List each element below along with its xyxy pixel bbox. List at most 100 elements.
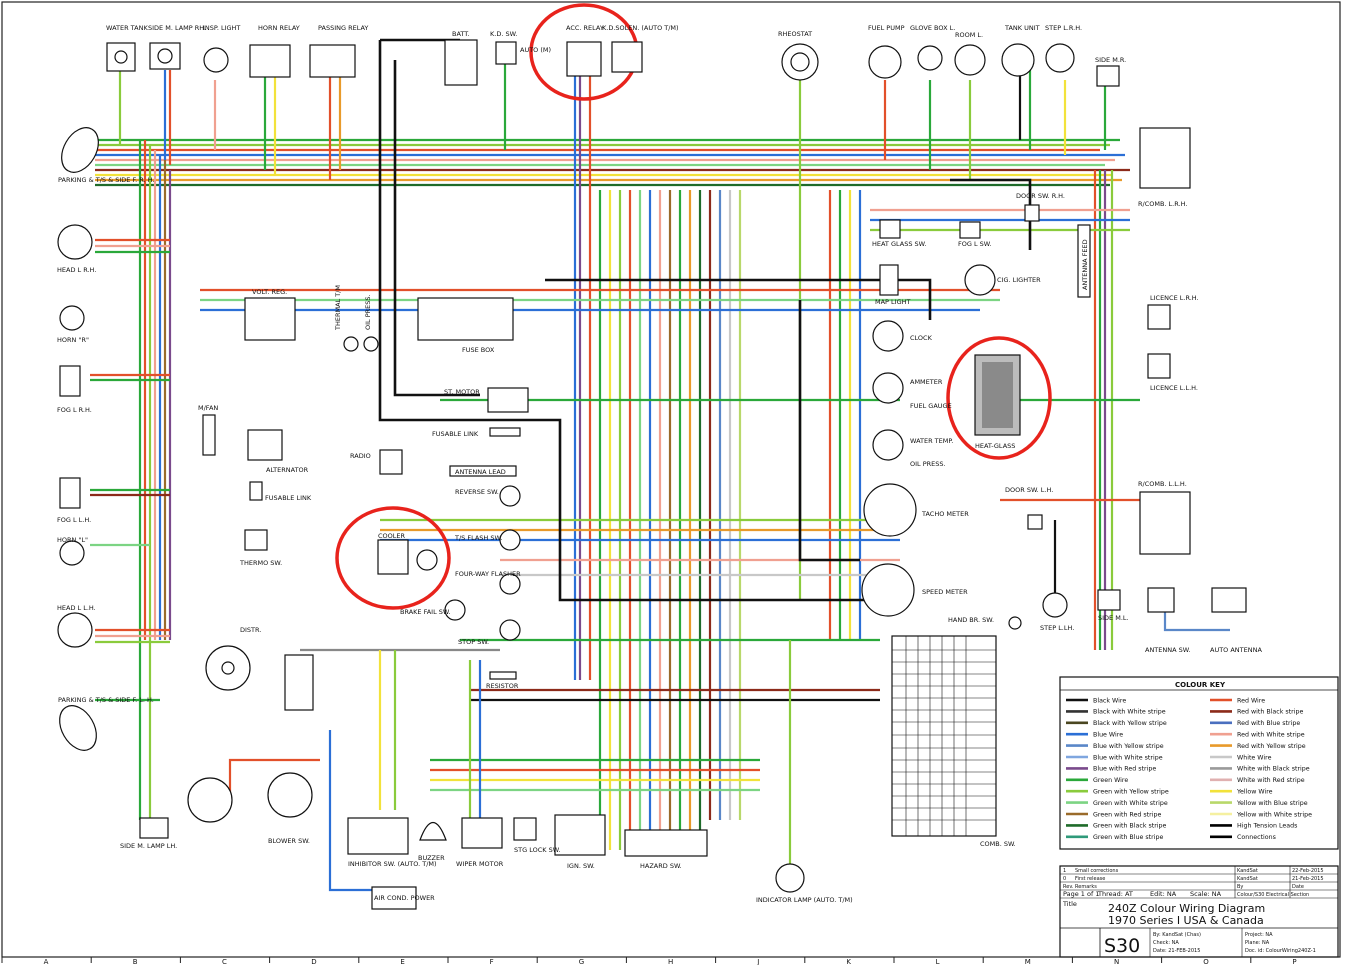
ts-flash-sw-symbol — [499, 529, 521, 551]
head-l-lh-symbol — [57, 612, 93, 648]
alternator-symbol — [247, 429, 283, 461]
radio-symbol — [379, 449, 403, 475]
stop-sw-label: STOP SW. — [458, 638, 489, 646]
oil-press-sw-label: OIL PRESS. — [364, 294, 372, 330]
grid-letter: F — [490, 958, 494, 965]
step-llh-label: STEP L.LH. — [1040, 624, 1074, 632]
fuel-pump-label: FUEL PUMP — [868, 24, 905, 32]
kd-sw-symbol — [495, 41, 517, 65]
side-mr-symbol — [1096, 65, 1120, 87]
tank-unit-label: TANK UNIT — [1004, 24, 1040, 32]
indicator-lamp-symbol — [775, 863, 805, 893]
speed-meter-label: SPEED METER — [922, 588, 968, 596]
model-code: S30 — [1104, 935, 1140, 957]
grid-letter: G — [579, 958, 584, 965]
fog-l-lh-label: FOG L L.H. — [57, 516, 91, 524]
key-label: Green with Blue stripe — [1093, 834, 1163, 841]
parking-ts-lh-symbol — [59, 705, 97, 751]
page-row-3: Edit: NA — [1150, 890, 1177, 898]
revision-cell: 22-Feb-2015 — [1292, 868, 1324, 874]
cig-lighter-symbol — [964, 264, 996, 296]
air-cond-power-symbol — [371, 886, 417, 910]
fog-l-sw-label: FOG L SW. — [958, 240, 992, 248]
map-light-symbol — [879, 264, 899, 296]
step-lrh-symbol — [1045, 43, 1075, 73]
fog-l-rh-symbol — [59, 365, 81, 397]
cig-lighter-label: CIG. LIGHTER — [997, 276, 1041, 284]
key-label: Green with Black stripe — [1093, 823, 1167, 830]
door-sw-rh-label: DOOR SW. R.H. — [1016, 192, 1065, 200]
hazard-sw-label: HAZARD SW. — [640, 862, 682, 870]
cooler-label: COOLER — [378, 532, 405, 540]
insp-light-label: INSP. LIGHT — [203, 24, 240, 32]
water-temp-symbol — [872, 429, 904, 461]
tacho-meter-label: TACHO METER — [921, 510, 969, 518]
reverse-sw-symbol — [499, 485, 521, 507]
revision-cell: Rev. — [1063, 884, 1074, 890]
head-l-rh-symbol — [57, 224, 93, 260]
acc-relay-label: ACC. RELAY — [566, 24, 604, 32]
grid-letter: P — [1292, 958, 1296, 965]
page-row-5: Colour/S30 Electrical Section — [1237, 892, 1309, 898]
inhibitor-sw-symbol — [347, 817, 409, 855]
key-label: White with Black stripe — [1237, 766, 1310, 773]
key-label: White with Red stripe — [1237, 777, 1305, 784]
four-way-flasher-symbol — [499, 573, 521, 595]
water-tank-label: WATER TANK — [106, 24, 148, 32]
key-label: Green Wire — [1093, 777, 1128, 784]
side-mr-label: SIDE M.R. — [1095, 56, 1126, 64]
horn-l-label: HORN "L" — [57, 536, 88, 544]
cooler-box-symbol — [377, 539, 409, 575]
key-label: Blue with Red stripe — [1093, 766, 1156, 773]
ammeter-label: AMMETER — [910, 378, 943, 386]
licence-lrh-label: LICENCE L.R.H. — [1150, 294, 1199, 302]
volt-reg-label: VOLT. REG. — [252, 288, 287, 296]
kd-solen-symbol — [611, 41, 643, 73]
acc-relay-symbol — [566, 41, 602, 77]
m-fan-symbol — [202, 414, 216, 456]
grid-letter: O — [1203, 958, 1209, 965]
key-label: Red with Yellow stripe — [1237, 743, 1306, 750]
wire-harness — [90, 38, 1230, 892]
meta-project: Project: NA — [1245, 932, 1273, 938]
tacho-meter-symbol — [863, 483, 917, 537]
licence-llh-label: LICENCE L.L.H. — [1150, 384, 1198, 392]
horn-relay-label: HORN RELAY — [258, 24, 300, 32]
revision-cell: Small corrections — [1075, 868, 1119, 874]
grid-letter: C — [222, 958, 227, 965]
key-label: Black with White stripe — [1093, 709, 1166, 716]
glove-box-l-symbol — [917, 45, 943, 71]
fusable-link-2-symbol — [489, 427, 521, 437]
key-label: Yellow Wire — [1236, 789, 1273, 796]
water-temp-label: WATER TEMP. — [910, 437, 953, 445]
auto-antenna-symbol — [1211, 587, 1247, 613]
title-block — [1059, 865, 1339, 958]
glove-box-l-label: GLOVE BOX L. — [910, 24, 955, 32]
kd-sw-label: K.D. SW. — [490, 30, 517, 38]
hand-br-sw-label: HAND BR. SW. — [948, 616, 994, 624]
comb-sw-grid — [892, 636, 996, 836]
key-label: Black with Yellow stripe — [1093, 720, 1167, 727]
component-labels: WATER TANK SIDE M. LAMP RH. INSP. LIGHT … — [57, 24, 1262, 904]
fuse-box-symbol — [417, 297, 514, 341]
side-m-lamp-lh-label: SIDE M. LAMP LH. — [120, 842, 177, 850]
air-cond-power-label: AIR COND. POWER — [374, 894, 435, 902]
key-label: Red with Black stripe — [1237, 709, 1303, 716]
page-row-2: Thread: AT — [1097, 890, 1133, 898]
revision-cell: 0 — [1063, 876, 1066, 882]
thermo-sw-label: THERMO SW. — [239, 559, 282, 567]
components — [57, 39, 1247, 910]
st-motor-label: ST. MOTOR — [444, 388, 480, 396]
horn-l-symbol — [59, 540, 85, 566]
page-row-1: Page 1 of 1 — [1063, 890, 1099, 898]
licence-lrh-symbol — [1147, 304, 1171, 330]
st-motor-symbol — [487, 387, 529, 413]
speed-meter-symbol — [861, 563, 915, 617]
room-l-symbol — [954, 44, 986, 76]
revision-cell: Remarks — [1075, 884, 1097, 890]
key-label: Black Wire — [1093, 697, 1126, 704]
fusable-link-label: FUSABLE LINK — [432, 430, 479, 438]
